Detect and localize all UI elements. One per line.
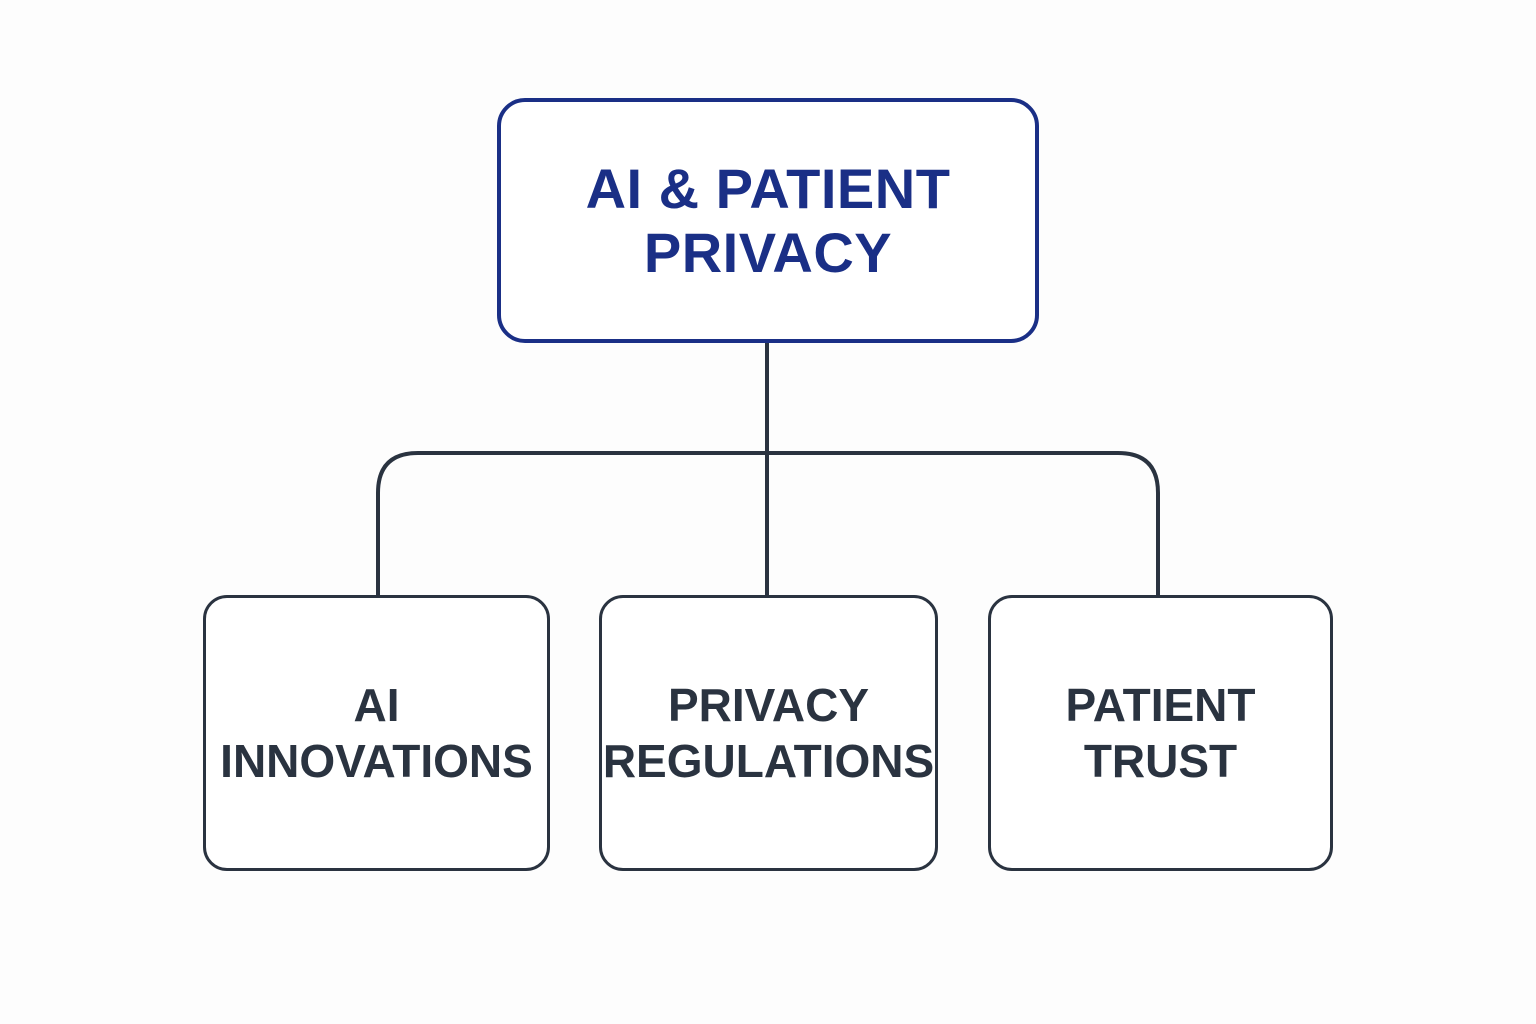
root-node-label-line-1: AI & PATIENT — [585, 156, 951, 220]
connector-branch-right — [767, 451, 1160, 595]
child-node-label-line-1: AI — [353, 679, 400, 731]
connector-branch-left — [376, 451, 767, 595]
child-node-label-line-2: TRUST — [1083, 735, 1238, 787]
child-node-label-line-2: REGULATIONS — [602, 735, 935, 787]
child-node-patient-trust: PATIENT TRUST — [988, 595, 1333, 871]
child-node-label-line-1: PATIENT — [1065, 679, 1256, 731]
root-node-ai-patient-privacy: AI & PATIENT PRIVACY — [497, 98, 1039, 343]
child-node-label-line-1: PRIVACY — [667, 679, 870, 731]
root-node-label-line-2: PRIVACY — [643, 220, 893, 284]
child-node-label-line-2: INNOVATIONS — [220, 735, 533, 787]
child-node-privacy-regulations: PRIVACY REGULATIONS — [599, 595, 938, 871]
child-node-ai-innovations: AI INNOVATIONS — [203, 595, 550, 871]
